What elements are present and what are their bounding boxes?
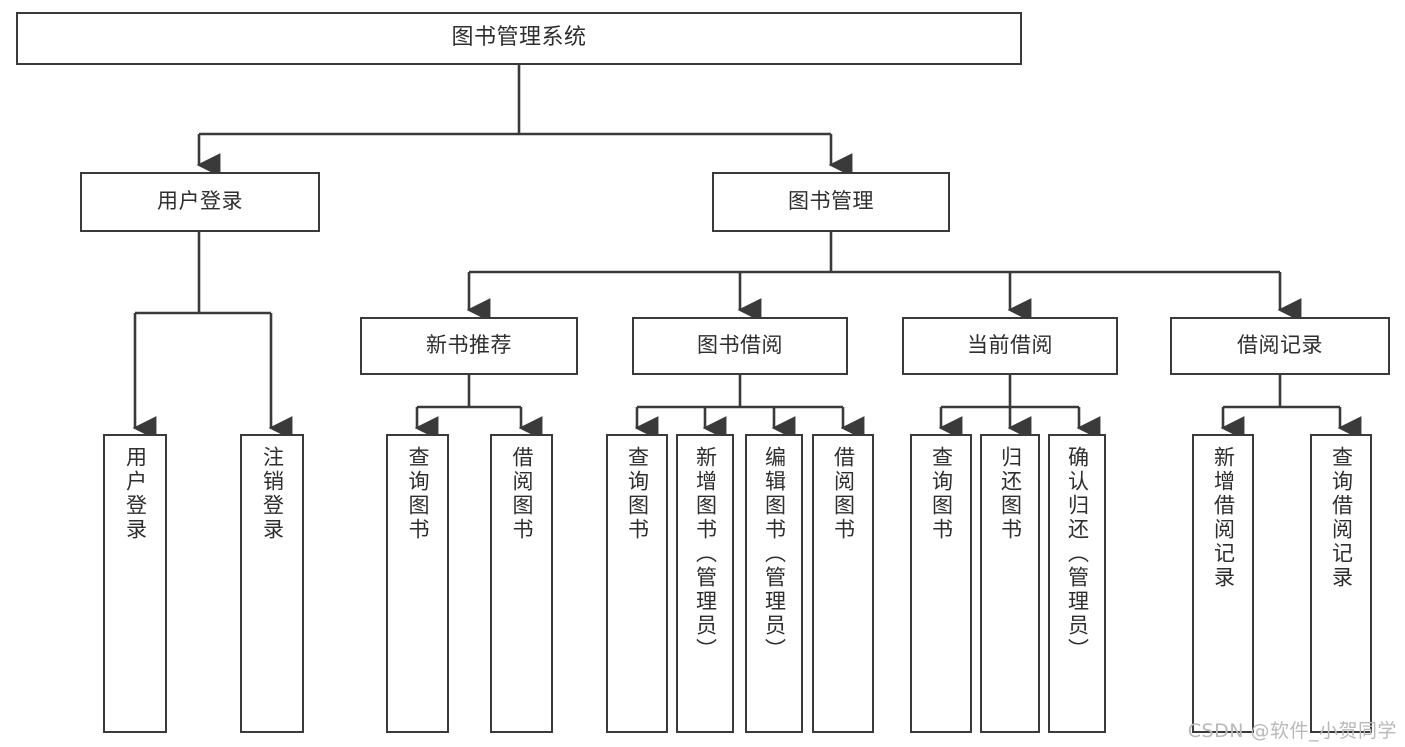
node-label: 图书借阅 — [697, 333, 783, 358]
leaf-add-borrow-record[interactable]: 新增借阅记录 — [1192, 434, 1254, 733]
csdn-watermark: CSDN @软件_小贺同学 — [1187, 720, 1397, 742]
node-borrowing-record[interactable]: 借阅记录 — [1170, 317, 1390, 375]
node-label: 图书管理系统 — [451, 25, 587, 51]
node-root-book-management-system[interactable]: 图书管理系统 — [16, 12, 1022, 65]
node-label: 当前借阅 — [967, 333, 1053, 358]
node-label: 查询图书 — [406, 446, 430, 542]
node-user-login[interactable]: 用户登录 — [80, 172, 320, 232]
leaf-user-login[interactable]: 用户登录 — [103, 434, 167, 733]
node-label: 新书推荐 — [426, 333, 512, 358]
node-label: 借阅图书 — [510, 446, 534, 542]
node-label: 编辑图书（管理员） — [762, 446, 787, 662]
node-current-borrowing[interactable]: 当前借阅 — [902, 317, 1118, 375]
leaf-query-book-recommend[interactable]: 查询图书 — [386, 434, 449, 733]
leaf-query-book-borrow[interactable]: 查询图书 — [606, 434, 668, 733]
node-label: 用户登录 — [123, 446, 148, 542]
leaf-query-book-current[interactable]: 查询图书 — [910, 434, 972, 733]
leaf-user-logout[interactable]: 注销登录 — [240, 434, 304, 733]
leaf-query-borrow-record[interactable]: 查询借阅记录 — [1310, 434, 1372, 733]
node-label: 借阅图书 — [831, 446, 856, 542]
leaf-confirm-return-admin[interactable]: 确认归还（管理员） — [1048, 434, 1106, 733]
leaf-edit-book-admin[interactable]: 编辑图书（管理员） — [745, 434, 803, 733]
leaf-borrow-book-recommend[interactable]: 借阅图书 — [490, 434, 553, 733]
node-new-book-recommendation[interactable]: 新书推荐 — [360, 317, 578, 375]
leaf-add-book-admin[interactable]: 新增图书（管理员） — [676, 434, 734, 733]
node-label: 归还图书 — [998, 446, 1023, 542]
node-label: 确认归还（管理员） — [1065, 446, 1090, 662]
node-label: 图书管理 — [788, 189, 874, 214]
node-book-borrowing[interactable]: 图书借阅 — [632, 317, 848, 375]
node-label: 借阅记录 — [1237, 333, 1323, 358]
leaf-return-book[interactable]: 归还图书 — [980, 434, 1040, 733]
leaf-borrow-book[interactable]: 借阅图书 — [812, 434, 874, 733]
node-book-management[interactable]: 图书管理 — [712, 172, 950, 232]
node-label: 新增借阅记录 — [1211, 446, 1236, 590]
node-label: 新增图书（管理员） — [693, 446, 718, 662]
node-label: 查询图书 — [625, 446, 650, 542]
node-label: 注销登录 — [260, 446, 285, 542]
node-label: 用户登录 — [157, 189, 243, 214]
node-label: 查询借阅记录 — [1329, 446, 1354, 590]
node-label: 查询图书 — [929, 446, 954, 542]
